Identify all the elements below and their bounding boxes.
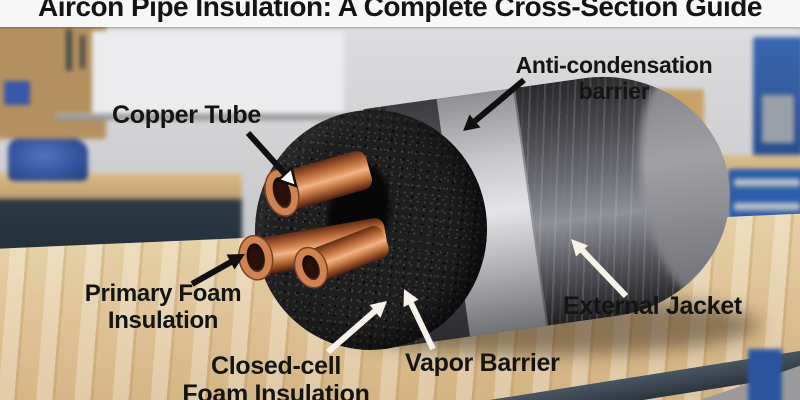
drawer-handle bbox=[734, 179, 800, 187]
title-banner: Aircon Pipe Insulation: A Complete Cross… bbox=[0, 0, 800, 27]
closed-cell-label: Closed-cell Foam Insulation bbox=[182, 352, 369, 400]
bench-vise bbox=[8, 139, 88, 181]
anti-condensation-label-line2: barrier bbox=[578, 77, 650, 104]
anti-condensation-label-line1: Anti-condensation bbox=[515, 52, 713, 78]
machine-panel bbox=[762, 95, 794, 143]
closed-cell-label-line1: Closed-cell bbox=[210, 352, 342, 380]
vapor-barrier-label: Vapor Barrier bbox=[405, 349, 560, 377]
marker-rail bbox=[55, 113, 365, 120]
hanging-tool bbox=[4, 81, 30, 105]
copper-tube-label: Copper Tube bbox=[112, 101, 262, 129]
anti-condensation-label: Anti-condensation barrier bbox=[515, 52, 713, 105]
page-title: Aircon Pipe Insulation: A Complete Cross… bbox=[38, 0, 762, 22]
pegboard bbox=[0, 27, 106, 139]
bench-leg bbox=[748, 349, 782, 400]
whiteboard bbox=[92, 31, 344, 115]
external-jacket-label: External Jacket bbox=[563, 292, 742, 320]
primary-foam-label-line2: Insulation bbox=[107, 306, 219, 334]
hanging-tool bbox=[66, 29, 72, 71]
primary-foam-label: Primary Foam Insulation bbox=[84, 280, 242, 335]
closed-cell-label-line2: Foam Insulation bbox=[182, 380, 370, 400]
primary-foam-label-line1: Primary Foam bbox=[84, 280, 242, 307]
drawer-handle bbox=[734, 203, 800, 211]
hanging-tool bbox=[80, 35, 85, 69]
